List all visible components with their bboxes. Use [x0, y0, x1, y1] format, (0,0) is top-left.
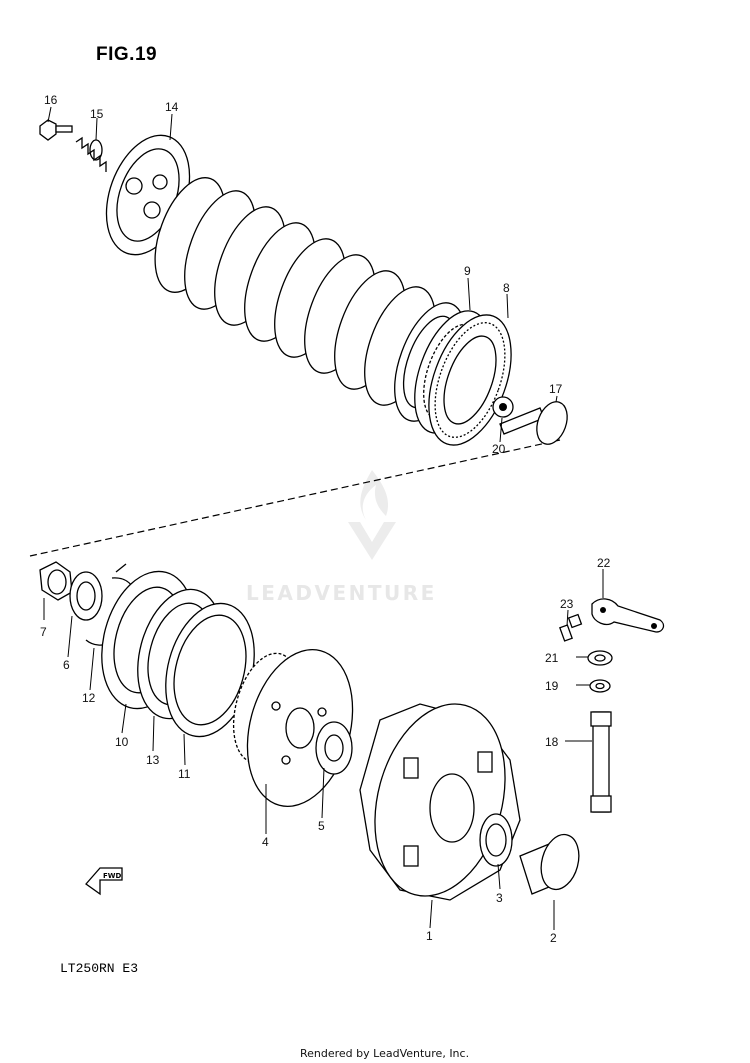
callout-8: 8 — [503, 281, 510, 295]
bolt-16[interactable] — [39, 119, 73, 141]
figure-title: FIG.19 — [96, 44, 157, 65]
callout-7: 7 — [40, 625, 47, 639]
release-arm-22[interactable] — [591, 598, 665, 633]
spacer-2[interactable] — [519, 830, 585, 895]
callout-23: 23 — [560, 597, 574, 611]
bearing-3[interactable] — [479, 813, 513, 867]
primary-driven-gear-1[interactable] — [355, 689, 526, 910]
clutch-plate-stack[interactable] — [141, 168, 479, 430]
callout-12: 12 — [82, 691, 96, 705]
watermark-text: LEADVENTURE — [246, 581, 437, 605]
leader-lines — [43, 106, 604, 930]
callout-14: 14 — [165, 100, 179, 114]
callout-18: 18 — [545, 735, 559, 749]
spring-15[interactable] — [75, 136, 107, 172]
callout-10: 10 — [115, 735, 129, 749]
callout-11: 11 — [178, 767, 191, 781]
plate-11[interactable] — [152, 593, 268, 746]
washer-5[interactable] — [315, 721, 353, 775]
callout-15: 15 — [90, 107, 104, 121]
divider-line — [29, 439, 561, 557]
bearing-20[interactable] — [492, 396, 514, 418]
callout-2: 2 — [550, 931, 557, 945]
callout-19: 19 — [545, 679, 559, 693]
fwd-arrow-icon: FWD — [85, 867, 123, 896]
callout-5: 5 — [318, 819, 325, 833]
bolt-23[interactable] — [559, 613, 583, 642]
callout-17: 17 — [549, 382, 563, 396]
model-code: LT250RN E3 — [60, 961, 138, 976]
washer-6[interactable] — [69, 571, 103, 621]
callout-1: 1 — [426, 929, 433, 943]
callout-6: 6 — [63, 658, 70, 672]
release-shaft-18[interactable] — [590, 711, 612, 813]
callout-9: 9 — [464, 264, 471, 278]
washer-21[interactable] — [587, 650, 613, 666]
footer-credit: Rendered by LeadVenture, Inc. — [300, 1047, 469, 1060]
fwd-label: FWD — [103, 872, 122, 880]
washer-19[interactable] — [589, 679, 611, 693]
callout-4: 4 — [262, 835, 269, 849]
callout-21: 21 — [545, 651, 559, 665]
callout-22: 22 — [597, 556, 611, 570]
callout-16: 16 — [44, 93, 58, 107]
callout-13: 13 — [146, 753, 160, 767]
clutch-plate-8[interactable] — [413, 304, 527, 456]
callout-3: 3 — [496, 891, 503, 905]
nut-7[interactable] — [39, 561, 73, 601]
watermark-logo — [348, 470, 396, 560]
pushrod-17[interactable] — [499, 398, 573, 449]
callout-20: 20 — [492, 442, 506, 456]
